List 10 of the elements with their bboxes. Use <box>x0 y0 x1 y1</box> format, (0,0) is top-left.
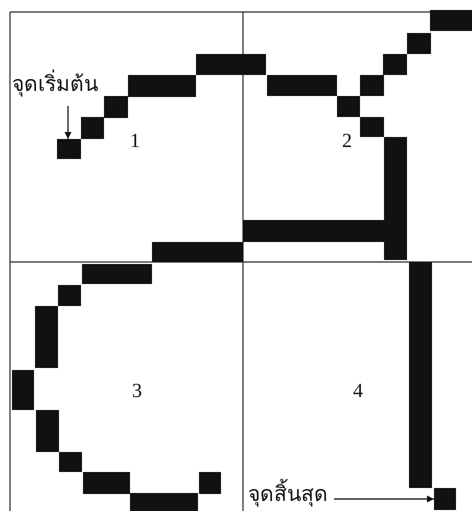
leader-arrow <box>64 106 72 139</box>
end-pixel <box>434 488 456 510</box>
quadrant-number: 4 <box>353 380 363 402</box>
quadrant-number: 3 <box>132 380 142 402</box>
quadrant-number: 1 <box>130 130 140 152</box>
leader-arrow <box>334 496 434 502</box>
quadrant-number: 2 <box>342 130 352 152</box>
start-pixel <box>57 139 81 159</box>
end-point-label: จุดสิ้นสุด <box>248 480 328 508</box>
start-point-label: จุดเริ่มต้น <box>12 70 98 98</box>
